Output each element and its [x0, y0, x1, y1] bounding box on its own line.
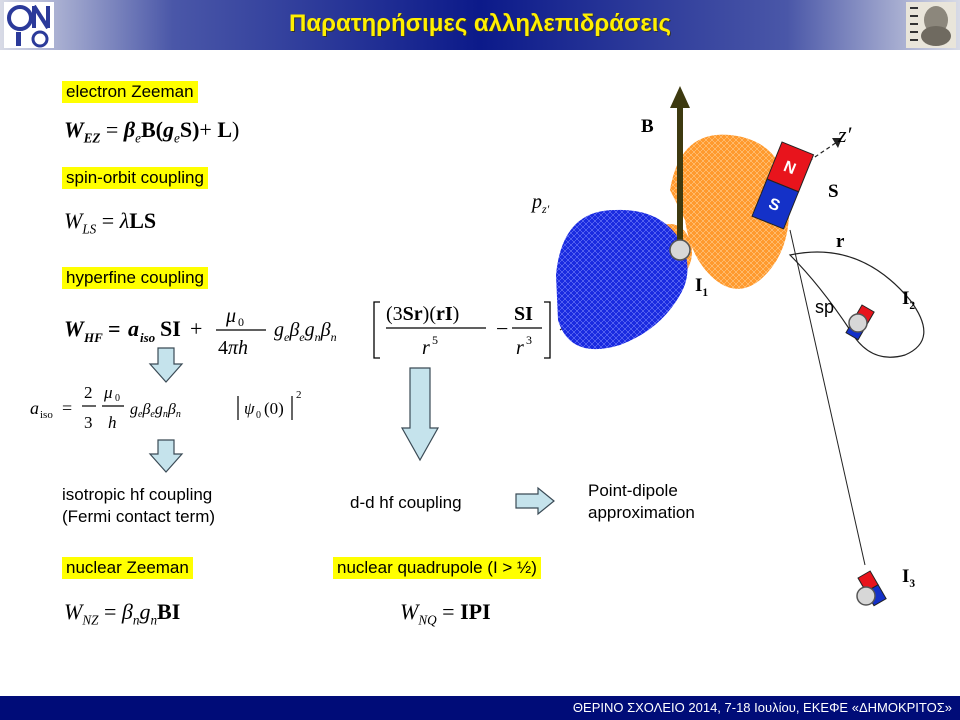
svg-text:r: r [422, 337, 430, 359]
institute-logo [4, 2, 54, 48]
aiso-equation: a iso = 2 3 μ 0 h geβegnβn ψ 0 (0) 2 [30, 383, 302, 432]
svg-text:4πh: 4πh [218, 337, 248, 359]
pz-label: pz′ [532, 191, 550, 216]
svg-text:a: a [30, 398, 39, 418]
point-dipole-line1: Point-dipole [588, 481, 678, 500]
democritus-bust-icon [906, 2, 956, 48]
r-label: r [836, 231, 845, 252]
header-bar [0, 0, 960, 50]
svg-text:μ: μ [225, 305, 236, 327]
sp-label: sp [815, 297, 835, 317]
nuclear-quadrupole-equation: WNQ = IPI [400, 599, 491, 628]
svg-text:iso: iso [40, 409, 53, 421]
svg-text:geβegnβn: geβegnβn [130, 401, 181, 420]
I3-label: I3 [902, 566, 916, 590]
isotropic-text-line1: isotropic hf coupling [62, 485, 213, 504]
I1-label: I1 [695, 275, 709, 299]
orange-orbital-lobe [670, 134, 790, 289]
electron-zeeman-label: electron Zeeman [62, 81, 198, 103]
nuclear-zeeman-equation: WNZ = βngnBI [64, 599, 181, 628]
down-arrow-isotropic [148, 439, 184, 473]
point-dipole-line2: approximation [588, 503, 695, 522]
electron-spin-magnet: N S [751, 141, 815, 230]
svg-text:−: − [496, 316, 508, 341]
S-label: S [828, 181, 839, 202]
spin-orbit-label: spin-orbit coupling [62, 167, 208, 189]
svg-text:3: 3 [526, 333, 532, 347]
right-arrow-point-dipole [515, 486, 555, 516]
svg-text:0: 0 [256, 410, 261, 421]
I2-label: I2 [902, 288, 916, 312]
svg-text:SI: SI [160, 316, 181, 341]
down-arrow-aiso [148, 347, 184, 383]
svg-text:SI: SI [514, 303, 533, 325]
hyperfine-equation: W HF = a iso SI + μ 0 4πh geβegnβn (3Sr)… [64, 301, 551, 359]
isotropic-text-line2: (Fermi contact term) [62, 507, 216, 526]
blue-orbital-lobe [556, 209, 688, 350]
nucleus-I3 [856, 586, 876, 606]
svg-text:μ: μ [103, 383, 113, 402]
svg-text:W: W [64, 316, 85, 341]
svg-text:r: r [516, 337, 524, 359]
svg-text:(3Sr)(rI): (3Sr)(rI) [386, 303, 459, 325]
nuclear-zeeman-label: nuclear Zeeman [62, 557, 193, 579]
svg-text:+: + [190, 316, 202, 341]
nuclear-quadrupole-label: nuclear quadrupole (I > ½) [333, 557, 541, 579]
svg-text:h: h [108, 413, 117, 432]
svg-text:0: 0 [115, 393, 120, 404]
svg-text:ψ: ψ [244, 399, 255, 418]
svg-text:2: 2 [84, 383, 93, 402]
svg-text:=: = [108, 316, 121, 341]
svg-text:geβegnβn: geβegnβn [274, 319, 337, 344]
svg-text:iso: iso [140, 330, 156, 345]
orbital-diagram: N S [556, 86, 925, 607]
nucleus-I2 [848, 313, 868, 333]
svg-text:2: 2 [296, 389, 302, 401]
svg-text:0: 0 [238, 315, 244, 329]
svg-text:5: 5 [432, 333, 438, 347]
B-label: B [641, 116, 654, 137]
hyperfine-label: hyperfine coupling [62, 267, 208, 289]
svg-text:3: 3 [84, 413, 93, 432]
spin-orbit-equation: WLS = λLS [64, 208, 157, 237]
page-title: Παρατηρήσιμες αλληλεπιδράσεις [289, 10, 671, 37]
nucleus-I1 [669, 239, 691, 261]
svg-text:a: a [128, 316, 139, 341]
svg-text:(0): (0) [264, 399, 284, 418]
z-prime-label: z′ [838, 122, 852, 147]
svg-text:HF: HF [83, 330, 103, 345]
footer-bar [0, 696, 960, 720]
footer-text: ΘΕΡΙΝΟ ΣΧΟΛΕΙΟ 2014, 7-18 Ιουλίου, ΕΚΕΦΕ… [572, 700, 952, 715]
svg-text:=: = [62, 398, 72, 418]
dd-coupling-text: d-d hf coupling [350, 493, 462, 512]
electron-zeeman-equation: WEZ = βeB(geS)+ L) [64, 117, 240, 146]
down-arrow-dd [400, 367, 440, 462]
